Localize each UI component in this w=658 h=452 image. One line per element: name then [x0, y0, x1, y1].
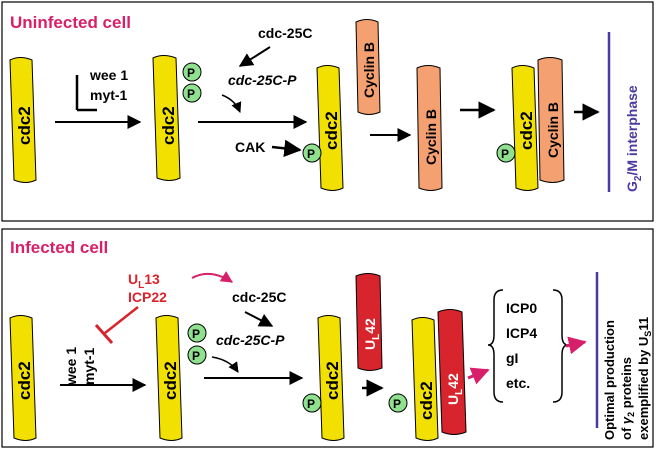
- icp22-label: ICP22: [128, 289, 167, 305]
- ul42-protein-free: UL42: [355, 273, 383, 371]
- cyclin-b-label: Cyclin B: [361, 42, 377, 98]
- phospho-label: P: [501, 147, 509, 161]
- cdc25c-p-curve: [221, 94, 242, 113]
- phospho-circle: [388, 393, 408, 413]
- cdc2-label: cdc2: [161, 361, 180, 400]
- phospho-label: P: [187, 66, 195, 80]
- phospho-circle: [182, 83, 202, 103]
- uninfected-title: Uninfected cell: [10, 13, 131, 32]
- cdc2-cyclin-b-complex: cdc2 Cyclin B P: [496, 57, 565, 191]
- wee1-myt1-inhibitor: wee 1 myt-1: [75, 67, 128, 112]
- ul13-label: UL13: [128, 271, 160, 291]
- complex-to-genes-arrow: [467, 367, 490, 385]
- gene-etc: etc.: [506, 375, 530, 391]
- gene-gi: gI: [506, 350, 518, 366]
- outcome-text: Optimal production of γ2 proteins exempl…: [602, 317, 653, 440]
- cdc25c-arrow: [244, 311, 274, 327]
- cdc25c-p-curve: [211, 356, 239, 373]
- cdc2-protein-b1: cdc2: [9, 315, 37, 441]
- cyclin-b-lower: Cyclin B: [416, 65, 443, 191]
- phospho-label: P: [307, 397, 315, 411]
- cdc25c-label: cdc-25C: [258, 25, 312, 41]
- wee1-label: wee 1: [89, 67, 128, 83]
- phospho-circle: [187, 323, 207, 343]
- cdc2-label: cdc2: [517, 111, 536, 150]
- uninfected-panel: Uninfected cell cdc2 wee 1 myt-1 cdc2 P …: [1, 1, 654, 222]
- genes-to-outcome-arrow: [565, 336, 587, 355]
- ul42-label: UL42: [445, 373, 465, 405]
- cdc25c-arrow: [238, 46, 271, 67]
- phospho-label: P: [192, 349, 200, 363]
- cdc2-label: cdc2: [159, 106, 178, 145]
- ul13-activation-curve: [191, 271, 234, 283]
- gene-icp0: ICP0: [506, 300, 537, 316]
- viral-inhibition-line: [104, 306, 139, 334]
- phospho-circle: [187, 345, 207, 365]
- wee1-label: wee 1: [63, 347, 79, 386]
- cak-arrow: [271, 139, 302, 158]
- cdc2-label: cdc2: [417, 381, 436, 420]
- gene-icp4: ICP4: [506, 325, 537, 341]
- cdc2-protein-1: cdc2: [9, 57, 37, 183]
- outcome-line-1: Optimal production: [602, 320, 617, 440]
- phospho-circle: [302, 143, 322, 163]
- cdc2-protein-2: cdc2 P P: [152, 55, 202, 181]
- phospho-label: P: [192, 327, 200, 341]
- cdc2-protein-b3: cdc2 P: [302, 315, 345, 441]
- phospho-circle: [496, 143, 516, 163]
- cdc2-protein-3: cdc2 P: [302, 65, 344, 191]
- cdc2-label: cdc2: [323, 361, 342, 400]
- cdc25c-label: cdc-25C: [232, 289, 286, 305]
- cdc2-label: cdc2: [322, 111, 341, 150]
- cdc25c-p-label: cdc-25C-P: [228, 72, 297, 88]
- outcome-line-2: of γ2 proteins: [619, 357, 636, 440]
- cak-label: CAK: [235, 139, 265, 155]
- ul42-label: UL42: [362, 318, 382, 350]
- cdc25c-p-label: cdc-25C-P: [216, 332, 285, 348]
- cdc2-ul42-complex: cdc2 UL42 P: [388, 309, 467, 441]
- phospho-label: P: [393, 397, 401, 411]
- myt1-label: myt-1: [81, 347, 97, 385]
- infected-title: Infected cell: [10, 238, 108, 257]
- myt1-label: myt-1: [90, 87, 128, 103]
- cyclin-b-label: Cyclin B: [423, 109, 439, 165]
- phospho-label: P: [187, 87, 195, 101]
- left-brace: [487, 289, 504, 403]
- phospho-circle: [182, 62, 202, 82]
- gene-list-bracket: ICP0 ICP4 gI etc.: [487, 289, 569, 403]
- viral-inhibition-bar: [94, 324, 114, 344]
- cdc2-protein-b2: cdc2 P P: [155, 315, 207, 441]
- cdc2-label: cdc2: [15, 361, 34, 400]
- phospho-label: P: [307, 147, 315, 161]
- phospho-circle: [302, 393, 322, 413]
- cyclin-b-label: Cyclin B: [545, 102, 561, 158]
- cyclin-b-free: Cyclin B: [355, 19, 381, 115]
- cdc2-label: cdc2: [15, 106, 34, 145]
- g2m-interphase-label: G2/M interphase: [624, 85, 644, 192]
- outcome-line-3: exemplified by US11: [636, 317, 653, 440]
- infected-panel: Infected cell cdc2 UL13 ICP22 wee 1 myt-…: [1, 228, 654, 448]
